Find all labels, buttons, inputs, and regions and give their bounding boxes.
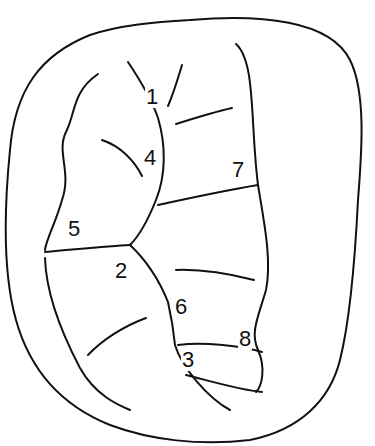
callout-number: 5: [67, 218, 81, 240]
callout-number: 6: [174, 296, 188, 318]
central-groove: [128, 62, 230, 410]
callout-number: 3: [181, 349, 195, 371]
groove: [102, 140, 142, 176]
callout-number: 2: [114, 260, 128, 282]
callout-number: 4: [143, 147, 157, 169]
tooth-outline: [6, 18, 362, 442]
groove: [176, 270, 254, 280]
cusp-ridge: [236, 44, 268, 392]
groove: [186, 375, 262, 392]
groove: [176, 108, 232, 124]
cusp-ridge: [45, 74, 98, 250]
callout-number: 8: [238, 328, 252, 350]
groove: [88, 318, 146, 355]
callout-number: 7: [231, 159, 245, 181]
cusp-ridge: [45, 258, 130, 410]
groove: [168, 65, 182, 106]
groove: [45, 245, 130, 252]
groove: [158, 185, 258, 205]
callout-number: 1: [145, 86, 159, 108]
